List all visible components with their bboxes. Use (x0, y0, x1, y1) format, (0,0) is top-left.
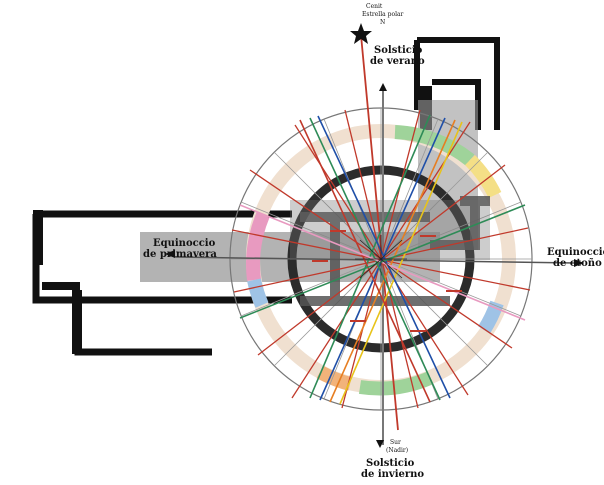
left-hall-walls (33, 210, 82, 354)
nadir-label: (Nadir) (386, 447, 409, 454)
polaris-label: Estrella polar (362, 11, 404, 18)
winter-solstice-label-1: Solsticio (366, 458, 415, 469)
arc-blue-right (477, 300, 504, 334)
star-icon (350, 23, 372, 44)
colored-alignment-lines (239, 114, 526, 405)
arc-pink (246, 212, 270, 281)
zenith-label: Cenit (366, 3, 383, 10)
arc-orange (316, 365, 352, 391)
summer-solstice-label-2: de verano (370, 56, 425, 67)
arrows (165, 83, 584, 448)
autumn-equinox-label-1: Equinoccio (547, 247, 604, 258)
north-label: N (380, 19, 386, 26)
spring-equinox-label-2: de primavera (143, 249, 217, 260)
center-burst (355, 235, 407, 283)
ring-marker-ticks (312, 230, 462, 332)
arc-blue-left (247, 278, 269, 308)
arc-yellow (464, 155, 502, 199)
south-label: Sur (390, 439, 401, 446)
autumn-equinox-label-2: de otoño (553, 258, 602, 269)
summer-solstice-label-1: Solsticio (374, 45, 423, 56)
winter-solstice-label-2: de invierno (361, 469, 425, 480)
spring-equinox-label-1: Equinoccio (153, 238, 216, 249)
arc-green (358, 371, 433, 396)
